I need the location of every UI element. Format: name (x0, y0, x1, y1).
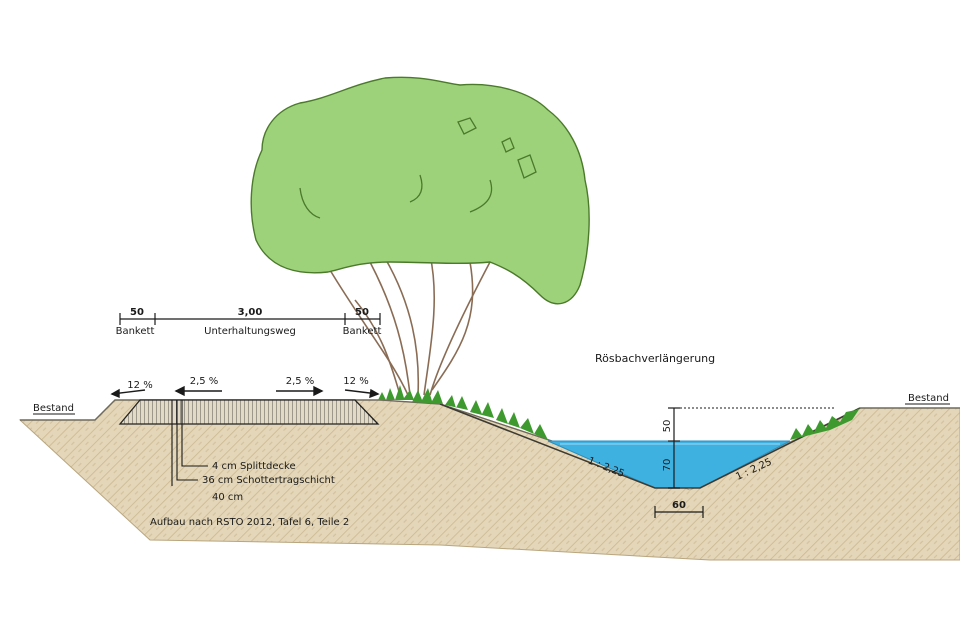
layer-splittdecke: 4 cm Splittdecke (212, 461, 296, 472)
grass-right-bank (790, 408, 860, 440)
slope-outer-right: 12 % (343, 376, 368, 387)
channel-vertical-dimension (668, 407, 835, 489)
slope-outer-left: 12 % (127, 380, 152, 391)
grass-left-bank (378, 385, 548, 440)
water-depth-value: 70 (662, 459, 673, 472)
tree-canopy (250, 76, 590, 305)
layer-total: 40 cm (212, 492, 243, 503)
layer-leader-lines (171, 400, 208, 486)
road-structure (118, 399, 380, 425)
bankett-left-width: 50 (130, 307, 144, 318)
tree-canopy-details (299, 117, 537, 219)
path-label: Unterhaltungsweg (204, 326, 296, 337)
path-width: 3,00 (238, 307, 263, 318)
existing-ground-right: Bestand (908, 393, 949, 404)
layer-schottertragschicht: 36 cm Schottertragschicht (202, 475, 335, 486)
bankett-right-label: Bankett (343, 326, 382, 337)
existing-ground-left: Bestand (33, 403, 74, 414)
bankett-right-width: 50 (355, 307, 369, 318)
slope-inner-left: 2,5 % (190, 376, 219, 387)
channel-bottom-dimension (654, 506, 704, 518)
bankett-left-label: Bankett (116, 326, 155, 337)
construction-reference: Aufbau nach RSTO 2012, Tafel 6, Teile 2 (150, 517, 349, 528)
slope-arrows (110, 385, 380, 399)
channel-title: Rösbachverlängerung (595, 352, 715, 365)
slope-inner-right: 2,5 % (286, 376, 315, 387)
tree-trunk (329, 254, 491, 396)
freeboard-value: 50 (662, 420, 673, 433)
bottom-width-value: 60 (672, 500, 686, 511)
dimension-line-top (119, 313, 381, 325)
